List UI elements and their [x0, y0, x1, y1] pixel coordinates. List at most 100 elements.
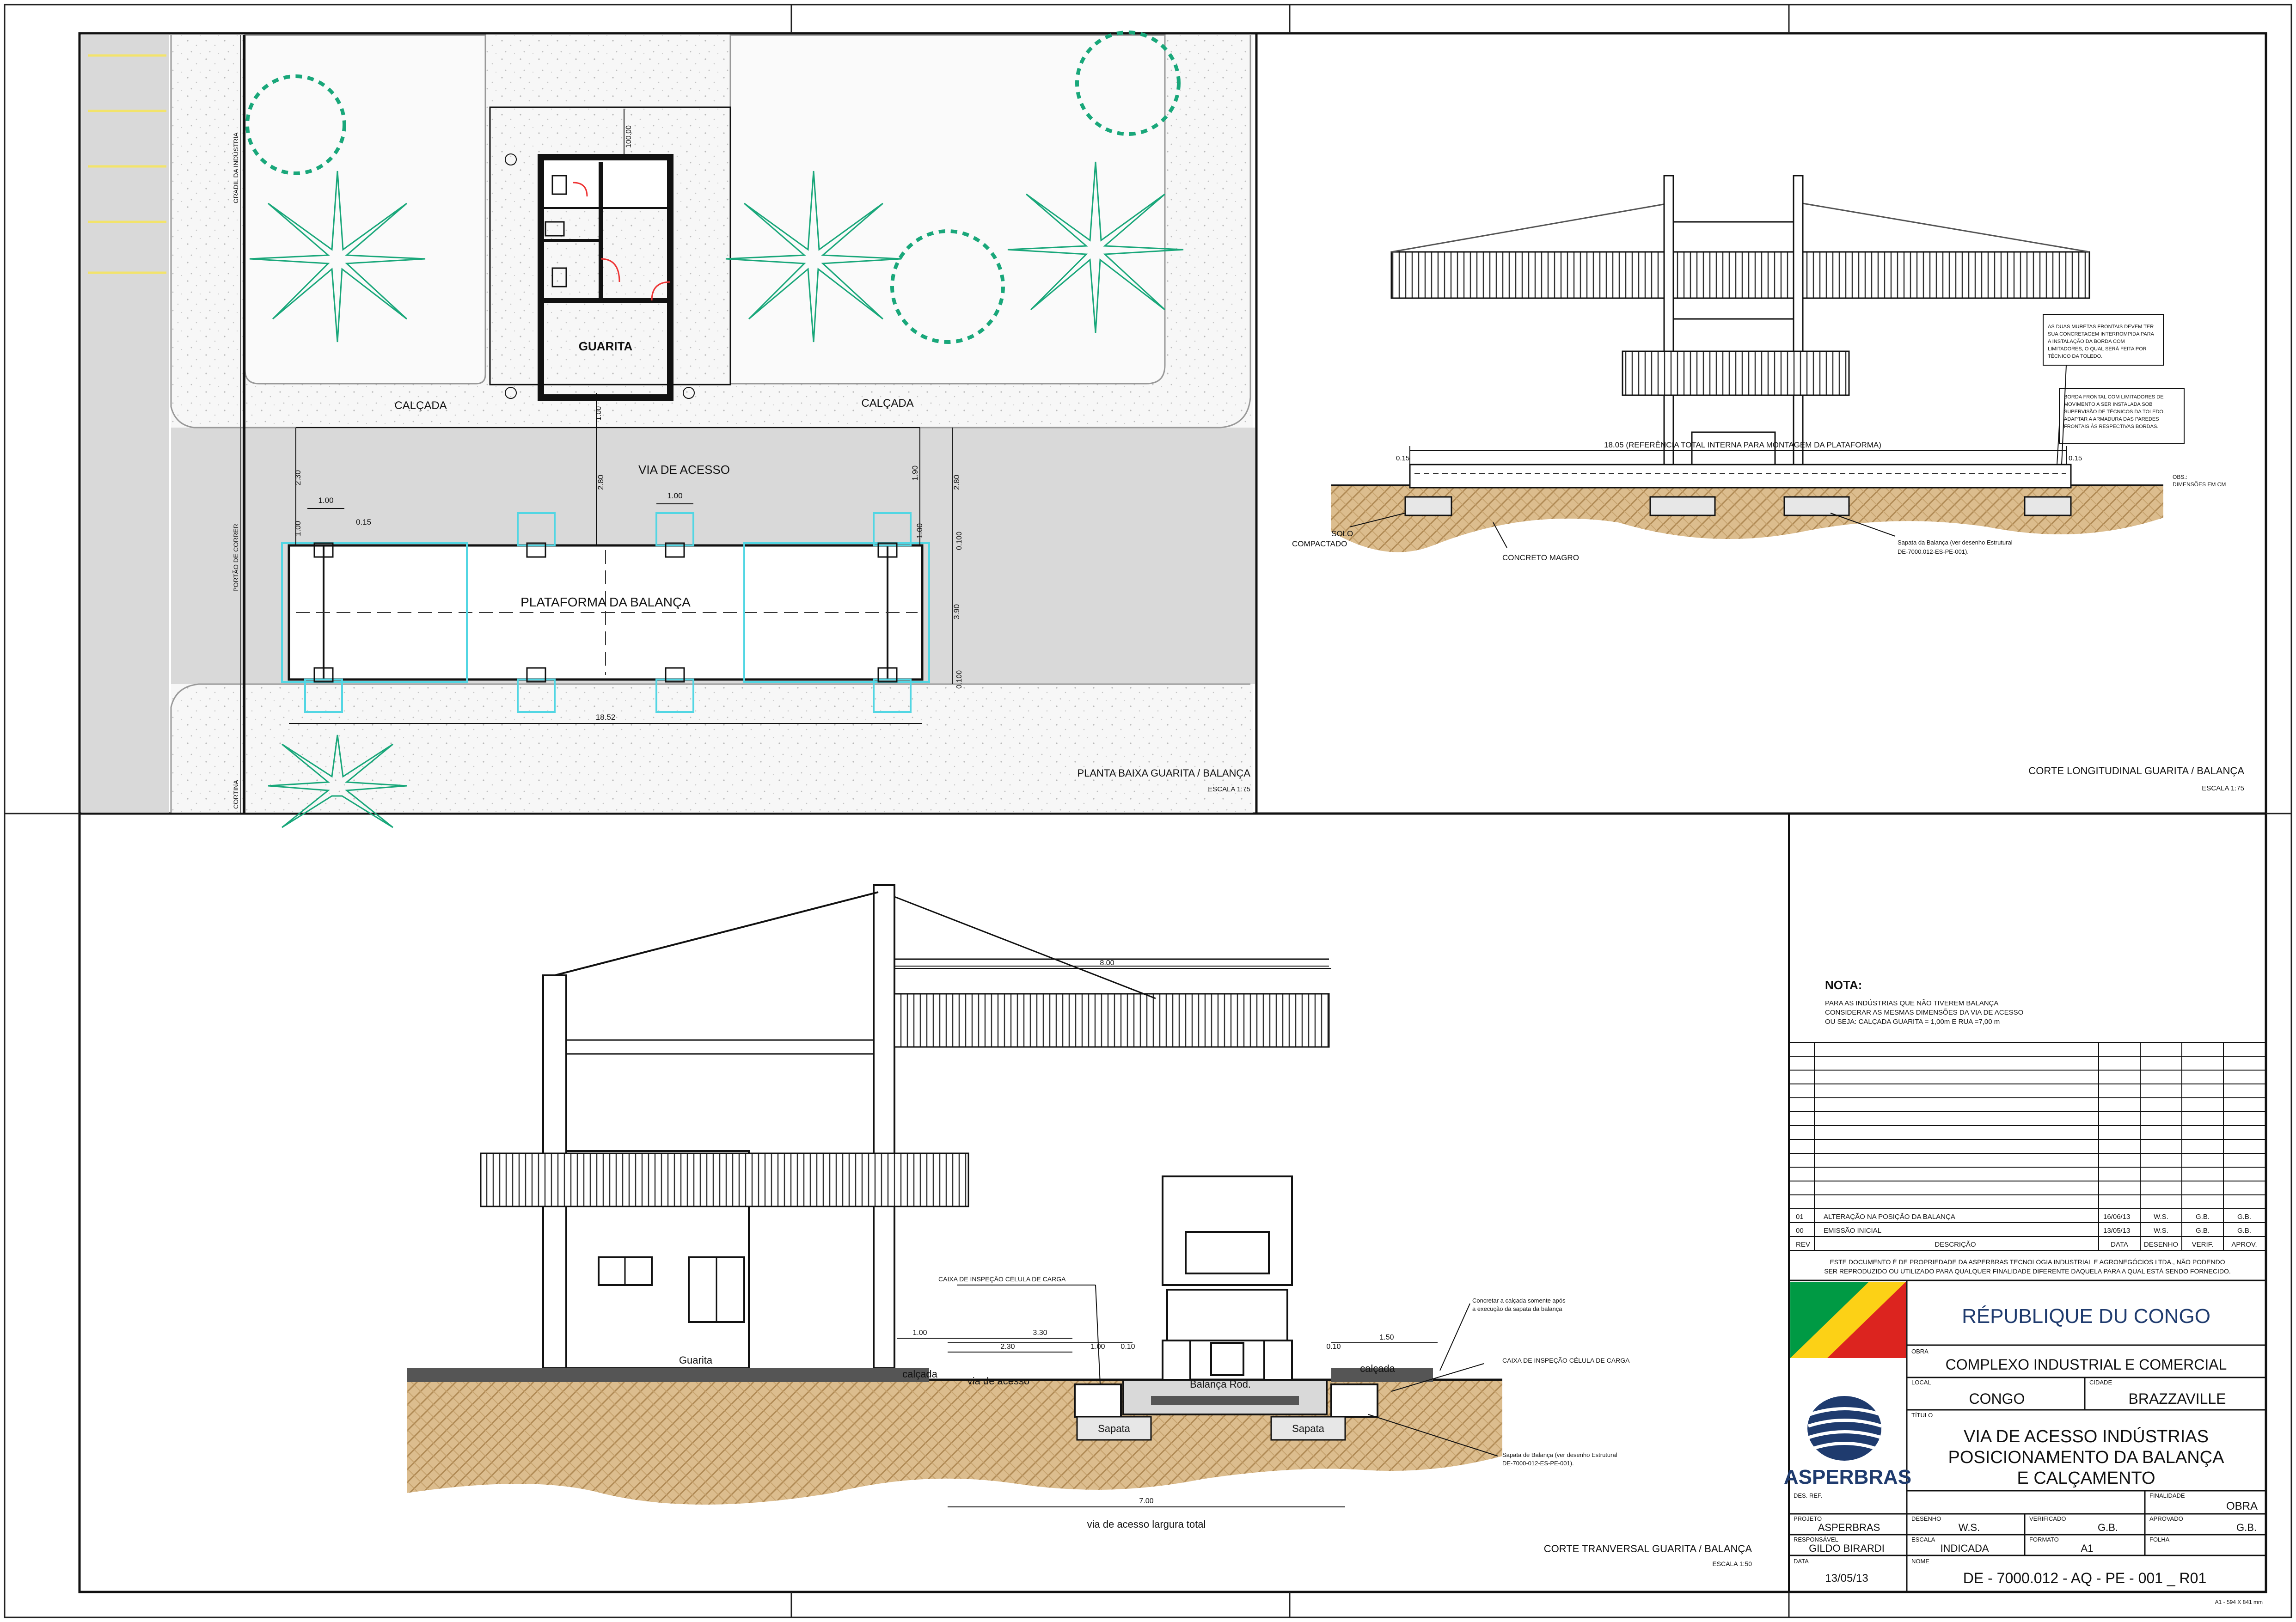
dim-015-a: 0.15 [1396, 454, 1409, 462]
titulo-line-3: E CALÇAMENTO [2017, 1469, 2155, 1488]
largura-label: via de acesso largura total [1087, 1518, 1206, 1530]
ownership-notice: ESTE DOCUMENTO É DE PROPRIEDADE DA ASPER… [1824, 1258, 2231, 1275]
dim-2-80: 2.80 [596, 475, 605, 490]
note-top-1: AS DUAS MURETAS FRONTAIS DEVEM TER [2048, 324, 2154, 330]
nota-line-2: CONSIDERAR AS MESMAS DIMENSÕES DA VIA DE… [1825, 1009, 2023, 1016]
sapata-1-label: Sapata [1098, 1423, 1130, 1434]
sheet-size: A1 - 594 X 841 mm [2215, 1599, 2263, 1605]
dim-1-00-t: 1.00 [912, 1329, 927, 1337]
finalidade-label: FINALIDADE [2149, 1492, 2185, 1499]
folha-label: FOLHA [2149, 1536, 2170, 1543]
sapata-label: Sapata da Balança (ver desenho Estrutura… [1898, 539, 2013, 546]
sapata-note-2: DE-7000-012-ES-PE-001). [1502, 1460, 1574, 1467]
note-top-3: A INSTALAÇÃO DA BORDA COM [2048, 338, 2125, 344]
data-header: DATA [2111, 1241, 2128, 1249]
rev-00: 00 [1796, 1227, 1804, 1235]
note-top-5: TÉCNICO DA TOLEDO. [2048, 353, 2102, 359]
dim-top: 100.00 [625, 125, 633, 148]
dim-0-100-b: 0.100 [955, 670, 963, 689]
dim-0-100-a: 0.100 [955, 532, 963, 550]
caixa-label-1: CAIXA DE INSPEÇÃO CÉLULA DE CARGA [938, 1275, 1066, 1283]
notice-line-2: SER REPRODUZIDO OU UTILIZADO PARA QUALQU… [1824, 1267, 2231, 1275]
cortina-label: CORTINA [232, 780, 239, 809]
title-block [1788, 1279, 2267, 1593]
dim-1-00-b: 1.00 [667, 491, 682, 500]
titulo-line-2: POSICIONAMENTO DA BALANÇA [1948, 1448, 2225, 1467]
desenho-label: DESENHO [1911, 1515, 1941, 1522]
plataforma-label: PLATAFORMA DA BALANÇA [520, 595, 691, 609]
nome-label: NOME [1911, 1558, 1929, 1565]
dim-0-10-a: 0.10 [1120, 1343, 1135, 1351]
revision-table-text: 01 ALTERAÇÃO NA POSIÇÃO DA BALANÇA 16/06… [1796, 1213, 2257, 1249]
note-mid-3: SUPERVISÃO DE TÉCNICOS DA TOLEDO, [2064, 409, 2165, 415]
data-value: 13/05/13 [1825, 1572, 1868, 1585]
cidade-label: CIDADE [2089, 1379, 2112, 1386]
titulo-label: TÍTULO [1911, 1412, 1933, 1419]
outer-border [4, 4, 2292, 1618]
dim-3-90: 3.90 [952, 604, 961, 619]
long-title: CORTE LONGITUDINAL GUARITA / BALANÇA [2028, 765, 2244, 777]
calcada-1-label: calçada [902, 1368, 938, 1380]
local-value: CONGO [1969, 1390, 2025, 1407]
escala-value: INDICADA [1940, 1542, 1989, 1554]
dim-0-10-b: 0.10 [1326, 1343, 1341, 1351]
rev-01-desenho: W.S. [2154, 1213, 2168, 1221]
local-label: LOCAL [1911, 1379, 1931, 1386]
via-acesso-label: VIA DE ACESSO [638, 463, 730, 477]
dim-1-90: 1.90 [911, 465, 919, 481]
calcada-right-label: CALÇADA [861, 397, 913, 410]
dim-2-30-t: 2.30 [1000, 1343, 1015, 1351]
formato-value: A1 [2081, 1542, 2094, 1554]
dim-1-00-d: 1.00 [915, 523, 924, 539]
sapata-2-label: Sapata [1292, 1423, 1324, 1434]
solo-label: SOLO [1331, 529, 1353, 538]
compactado-label: COMPACTADO [1292, 539, 1347, 548]
notice-line-1: ESTE DOCUMENTO É DE PROPRIEDADE DA ASPER… [1830, 1258, 2225, 1266]
gradil-label: GRADIL DA INDÚSTRIA [232, 132, 239, 203]
nome-value: DE - 7000.012 - AQ - PE - 001 _ R01 [1963, 1570, 2207, 1586]
data-label: DATA [1794, 1558, 1809, 1565]
verificado-label: VERIFICADO [2029, 1515, 2066, 1522]
dim-1-00-a: 1.00 [318, 496, 333, 505]
note-top-2: SUA CONCRETAGEM INTERROMPIDA PARA [2048, 331, 2155, 337]
rev-01-date: 16/06/13 [2103, 1213, 2130, 1221]
nota-title: NOTA: [1825, 978, 1862, 992]
escala-label: ESCALA [1911, 1536, 1935, 1543]
dim-1-00-c: 1.00 [294, 521, 302, 536]
rev-header: REV [1796, 1241, 1810, 1249]
aprovado-value: G.B. [2236, 1522, 2257, 1533]
titulo-line-1: VIA DE ACESSO INDÚSTRIAS [1964, 1426, 2209, 1446]
balanca-label: Balança Rod. [1190, 1378, 1251, 1390]
rev-01: 01 [1796, 1213, 1804, 1221]
guarita-section-label: Guarita [679, 1354, 713, 1366]
note-top-4: LIMITADORES, O QUAL SERÁ FEITA POR [2048, 346, 2147, 352]
note-mid-4: ADAPTAR A ARMADURA DAS PAREDES [2064, 416, 2159, 422]
dim-2-30: 2.30 [294, 470, 302, 485]
zone-ticks [5, 5, 2291, 1617]
longitudinal-section [1331, 175, 2185, 552]
responsavel-value: GILDO BIRARDI [1809, 1542, 1885, 1554]
trans-scale: ESCALA 1:50 [1712, 1560, 1752, 1567]
long-scale: ESCALA 1:75 [2202, 784, 2244, 792]
projeto-label: PROJETO [1794, 1515, 1822, 1522]
dim-18-52: 18.52 [596, 713, 616, 722]
note-mid-2: MOVIMENTO A SER INSTALADA SOB [2064, 402, 2153, 407]
plan-scale: ESCALA 1:75 [1208, 785, 1250, 793]
concreto-label: CONCRETO MAGRO [1502, 553, 1579, 562]
revision-table [1788, 1042, 2266, 1251]
country-name: RÉPUBLIQUE DU CONGO [1962, 1305, 2210, 1328]
concretar-2: a execução da sapata da balança [1472, 1305, 1562, 1312]
dim-7-00: 7.00 [1139, 1497, 1153, 1505]
sapata-note-1: Sapata de Balança (ver desenho Estrutura… [1502, 1451, 1617, 1458]
rev-01-desc: ALTERAÇÃO NA POSIÇÃO DA BALANÇA [1824, 1213, 1955, 1221]
plan-title: PLANTA BAIXA GUARITA / BALANÇA [1077, 767, 1250, 779]
rev-00-desc: EMISSÃO INICIAL [1824, 1227, 1881, 1235]
nota-line-1: PARA AS INDÚSTRIAS QUE NÃO TIVEREM BALAN… [1825, 999, 1998, 1007]
aprov-header: APROV. [2231, 1241, 2257, 1249]
desref-label: DES. REF. [1794, 1492, 1822, 1499]
nota-block: NOTA: PARA AS INDÚSTRIAS QUE NÃO TIVEREM… [1825, 978, 2023, 1026]
rev-00-desenho: W.S. [2154, 1227, 2168, 1235]
plan-labels: GUARITA CALÇADA CALÇADA VIA DE ACESSO PL… [232, 125, 1250, 809]
trans-title: CORTE TRANVERSAL GUARITA / BALANÇA [1544, 1543, 1752, 1555]
